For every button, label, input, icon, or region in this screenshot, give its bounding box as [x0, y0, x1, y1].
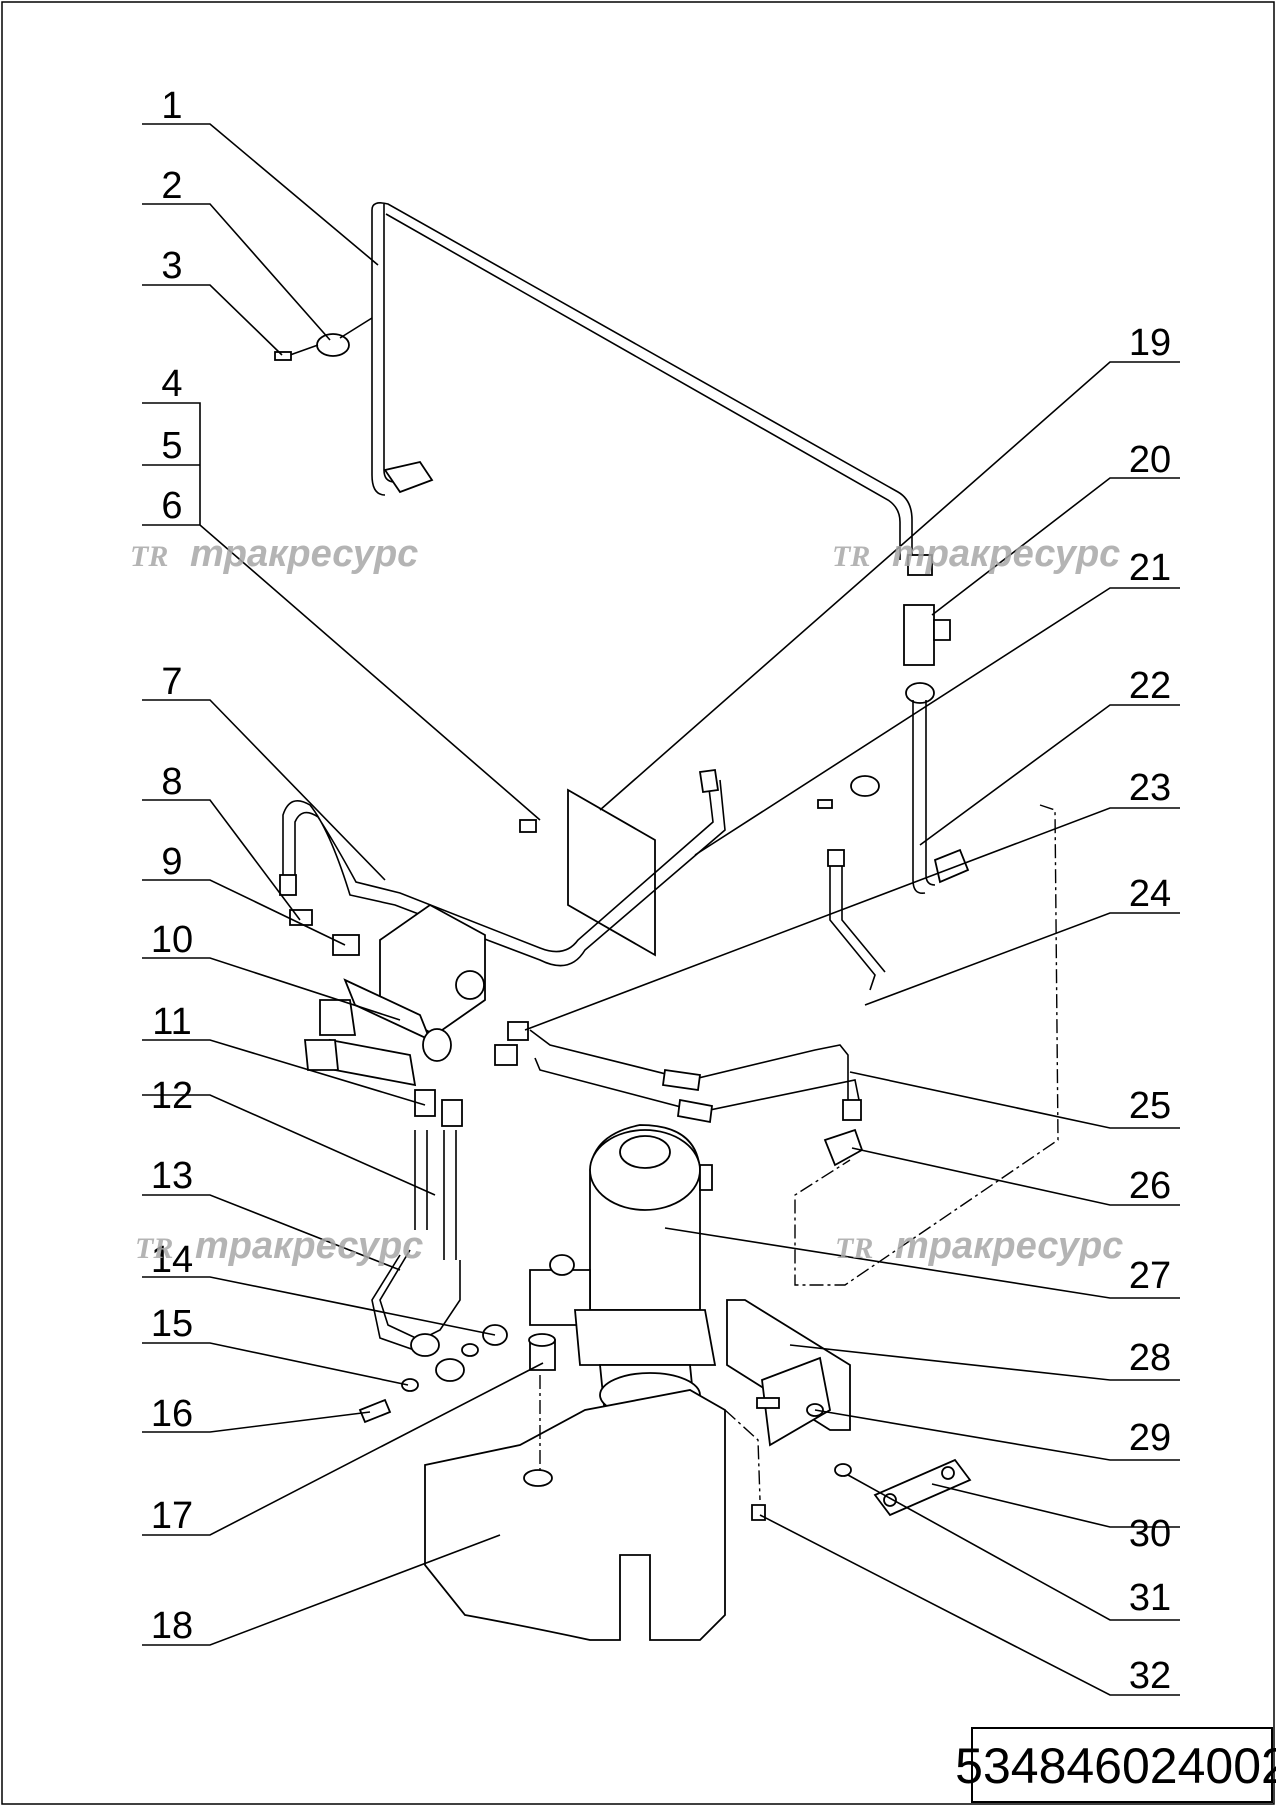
- callout-16: 16: [151, 1393, 193, 1435]
- callout-3: 3: [161, 245, 182, 287]
- parts-drawing: [274, 202, 1059, 1641]
- callout-5: 5: [161, 425, 182, 467]
- svg-text:тракресурс: тракресурс: [895, 1225, 1123, 1267]
- callout-32: 32: [1129, 1655, 1171, 1697]
- callout-14: 14: [151, 1239, 193, 1281]
- callouts-right: 19 20 21 22 23 24 25 26 27 28 29 30 31 3…: [1129, 322, 1171, 1697]
- callout-9: 9: [161, 841, 182, 883]
- callout-11: 11: [152, 1001, 191, 1043]
- callout-27: 27: [1129, 1255, 1171, 1297]
- callout-24: 24: [1129, 873, 1171, 915]
- callout-6: 6: [161, 485, 182, 527]
- callout-7: 7: [161, 661, 182, 703]
- callout-4: 4: [161, 363, 182, 405]
- document-number-box: [971, 1727, 1273, 1803]
- callout-2: 2: [161, 165, 182, 207]
- document-number: 534846024002: [955, 1738, 1276, 1794]
- svg-text:TR: TR: [130, 540, 168, 573]
- callout-26: 26: [1129, 1165, 1171, 1207]
- callout-25: 25: [1129, 1085, 1171, 1127]
- callout-21: 21: [1129, 547, 1171, 589]
- svg-text:тракресурс: тракресурс: [190, 533, 418, 575]
- callout-20: 20: [1129, 439, 1171, 481]
- watermark-top-right: TR тракресурс: [832, 533, 1120, 575]
- callout-8: 8: [161, 761, 182, 803]
- callout-23: 23: [1129, 767, 1171, 809]
- callout-1: 1: [161, 85, 182, 127]
- callouts-left: 1 2 3 4 5 6 7 8 9 10 11 12 13 14 15 16 1…: [151, 85, 193, 1647]
- callout-15: 15: [151, 1303, 193, 1345]
- callout-29: 29: [1129, 1417, 1171, 1459]
- svg-text:TR: TR: [835, 1232, 873, 1265]
- callout-10: 10: [151, 919, 193, 961]
- callout-13: 13: [151, 1155, 193, 1197]
- callout-31: 31: [1129, 1577, 1171, 1619]
- callout-22: 22: [1129, 665, 1171, 707]
- leader-lines: [142, 123, 1180, 1696]
- svg-text:тракресурс: тракресурс: [195, 1225, 423, 1267]
- callout-17: 17: [151, 1495, 193, 1537]
- callout-30: 30: [1129, 1513, 1171, 1555]
- watermark-top-left: TR тракресурс: [130, 533, 418, 575]
- callout-12: 12: [151, 1075, 193, 1117]
- watermark-bottom-left: TR тракресурс: [135, 1225, 423, 1267]
- svg-text:TR: TR: [135, 1232, 173, 1265]
- callout-28: 28: [1129, 1337, 1171, 1379]
- svg-text:TR: TR: [832, 540, 870, 573]
- callout-18: 18: [151, 1605, 193, 1647]
- svg-text:тракресурс: тракресурс: [892, 533, 1120, 575]
- callout-19: 19: [1129, 322, 1171, 364]
- watermark-bottom-right: TR тракресурс: [835, 1225, 1123, 1267]
